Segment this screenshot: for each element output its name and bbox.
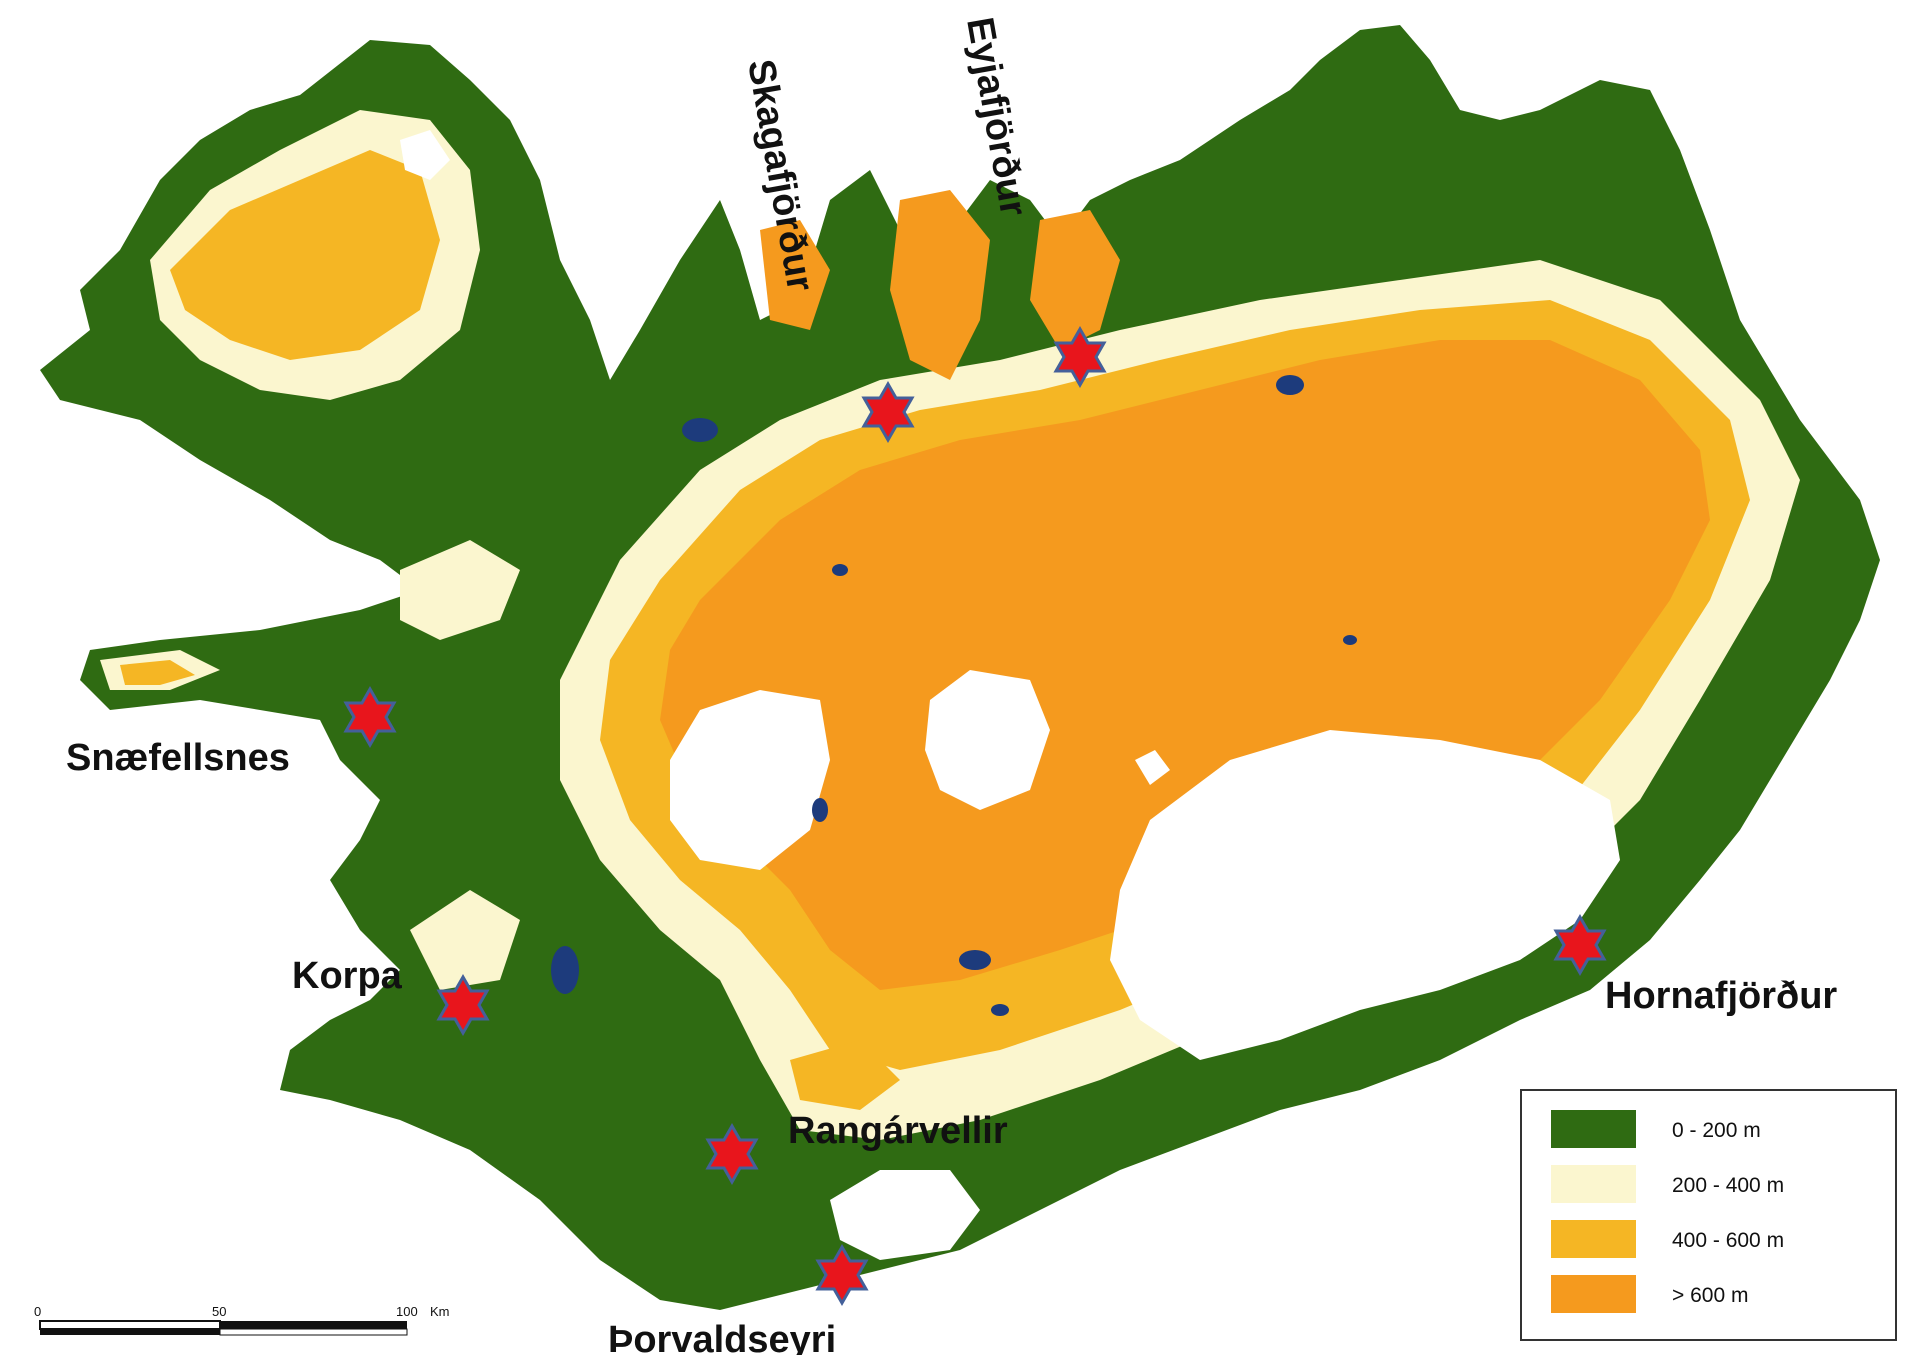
scale-unit: Km — [430, 1304, 450, 1319]
site-marker-korpa[interactable] — [436, 973, 490, 1037]
scale-tick-100: 100 — [396, 1304, 418, 1319]
legend-swatch-200-400 — [1551, 1165, 1636, 1203]
site-marker-thorvaldseyri[interactable] — [815, 1243, 869, 1307]
scale-tick-0: 0 — [34, 1304, 41, 1319]
label-snaefellsnes: Snæfellsnes — [66, 737, 290, 779]
glaciers — [400, 130, 1620, 1260]
legend-label-200-400: 200 - 400 m — [1672, 1174, 1784, 1197]
site-marker-skagafjordur[interactable] — [861, 380, 915, 444]
glacier-small — [1135, 750, 1170, 785]
legend-label-400-600: 400 - 600 m — [1672, 1229, 1784, 1252]
label-eyjafjordur: Eyjafjörður — [958, 14, 1034, 219]
legend-swatch-600-plus — [1551, 1275, 1636, 1313]
glacier-langjokull — [670, 690, 830, 870]
site-marker-rangarvellir[interactable] — [705, 1122, 759, 1186]
elevation-600-plus-band — [660, 190, 1710, 990]
legend-label-0-200: 0 - 200 m — [1672, 1119, 1761, 1142]
glacier-vatnajokull — [1110, 730, 1620, 1060]
label-skagafjordur: Skagafjörður — [739, 56, 821, 294]
legend: 0 - 200 m 200 - 400 m 400 - 600 m > 600 … — [1520, 1089, 1897, 1341]
site-marker-hornafjordur[interactable] — [1553, 913, 1607, 977]
scale-bar: 0 50 100 Km — [34, 1304, 450, 1336]
label-thorvaldseyri: Þorvaldseyri — [608, 1319, 836, 1355]
glacier-drangajokull — [400, 130, 450, 180]
site-marker-eyjafjordur[interactable] — [1053, 325, 1107, 389]
site-markers — [343, 325, 1607, 1307]
label-hornafjordur: Hornafjörður — [1605, 975, 1837, 1017]
label-korpa: Korpa — [292, 955, 403, 997]
glacier-hofsjokull — [925, 670, 1050, 810]
legend-label-600-plus: > 600 m — [1672, 1284, 1748, 1307]
scale-tick-50: 50 — [212, 1304, 226, 1319]
label-rangarvellir: Rangárvellir — [788, 1110, 1008, 1152]
lakes — [551, 375, 1357, 1016]
site-marker-snaefellsnes[interactable] — [343, 685, 397, 749]
glacier-myrdalsjokull — [830, 1170, 980, 1260]
legend-swatch-400-600 — [1551, 1220, 1636, 1258]
legend-swatch-0-200 — [1551, 1110, 1636, 1148]
